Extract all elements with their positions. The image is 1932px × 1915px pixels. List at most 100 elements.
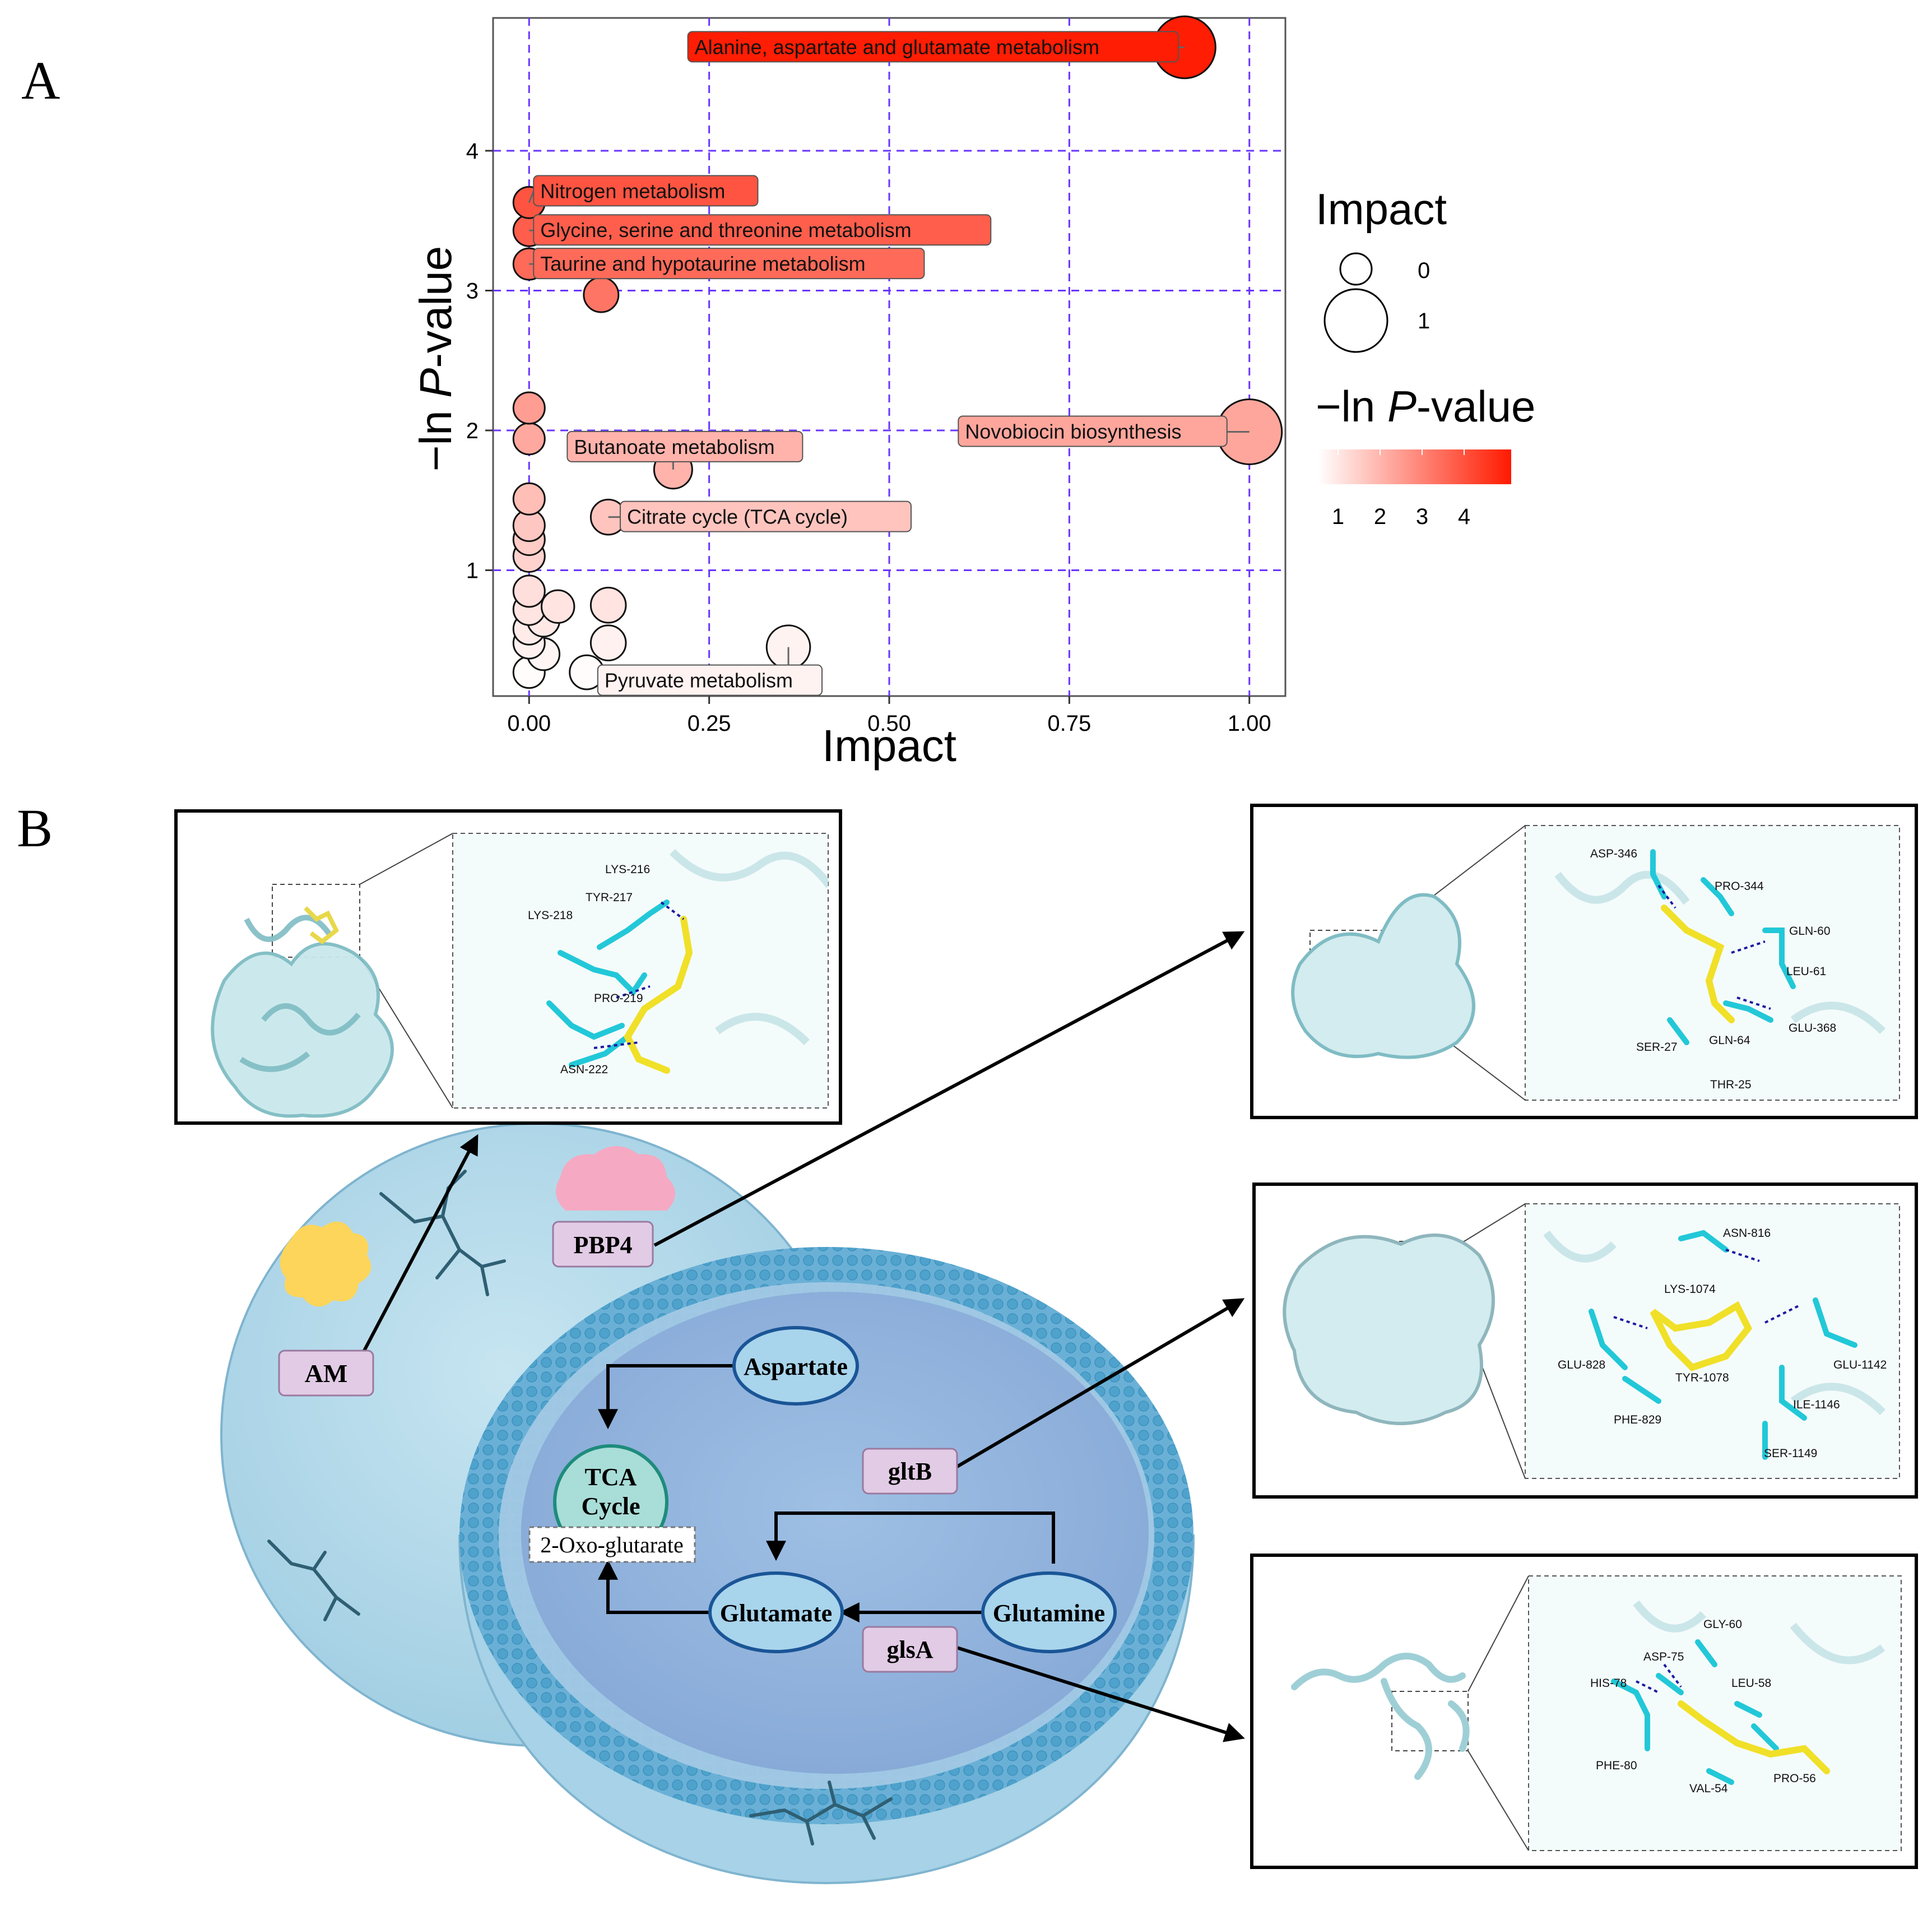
aspartate-label: Aspartate [744,1353,848,1380]
y-tick-label: 4 [466,139,479,164]
colorbar-tick-label: 3 [1416,504,1428,529]
point-label: Alanine, aspartate and glutamate metabol… [687,31,1185,63]
tca-label-line1: TCA [585,1463,637,1491]
label-box [533,214,992,246]
residue-label: LYS-218 [528,909,573,922]
am-label: AM [305,1359,348,1388]
docking-box-pbp4: ASP-346 PRO-344 GLN-60 LEU-61 GLU-368 SE… [1250,804,1918,1119]
am-compound-icon [280,1221,371,1307]
oxoglutarate-box [528,1526,696,1563]
pbp4-label-box [552,1221,654,1268]
cytoplasm [521,1292,1149,1774]
am-label-box [278,1350,374,1397]
residue-label: ASN-816 [1723,1227,1771,1240]
x-tick-label: 1.00 [1228,711,1271,736]
residue-label: ASP-75 [1643,1650,1684,1663]
label-text: Alanine, aspartate and glutamate metabol… [695,35,1099,58]
label-text: Butanoate metabolism [574,435,774,458]
point-label: Butanoate metabolism [566,430,804,470]
residue-label: TYR-217 [586,891,633,904]
tca-label-line2: Cycle [581,1492,640,1520]
label-box [619,500,912,532]
arrow-aspartate-to-tca [598,1364,741,1430]
colorbar-tick-label: 2 [1374,504,1386,529]
arrow-pbp4-to-docking [653,931,1245,1247]
x-tick-label: 0.00 [507,711,551,736]
residue-label: GLU-1142 [1833,1358,1887,1371]
glsa-label: glsA [886,1636,933,1663]
label-box [533,248,925,280]
data-point [589,624,627,661]
y-tick-label: 1 [466,558,479,583]
legend-color-title: −ln P-value [1316,382,1535,431]
residue-label: PRO-56 [1773,1772,1816,1785]
x-axis-label: Impact [822,721,956,771]
panel-b-letter: B [17,798,53,858]
data-point [512,422,546,456]
label-box [566,430,804,462]
data-point [512,391,546,425]
residue-label: TYR-1078 [1675,1371,1729,1384]
point-label: Taurine and hypotaurine metabolism [529,248,925,280]
gltb-label: gltB [888,1458,932,1485]
residue-label: GLN-64 [1709,1034,1750,1047]
label-leader [528,191,535,203]
arrow-gltb-to-docking [956,1298,1245,1468]
point-label: Pyruvate metabolism [597,647,823,696]
point-label: Citrate cycle (TCA cycle) [608,500,912,532]
label-text: Glycine, serine and threonine metabolism [540,219,911,242]
label-text: Novobiocin biosynthesis [965,420,1181,443]
legend-size-marker-0 [1339,252,1373,286]
residue-label: SER-1149 [1764,1447,1817,1460]
arrow-glutamate-to-oxoglutarate [598,1559,713,1614]
aspartate-node [732,1326,859,1406]
cell-membrane [459,1247,1193,1824]
point-label: Nitrogen metabolism [528,175,759,207]
pbp4-label: PBP4 [573,1231,632,1259]
data-point [589,587,627,624]
docking-box-glsa: GLY-60 ASP-75 HIS-78 LEU-58 PHE-80 VAL-5… [1250,1554,1918,1869]
pbp4-protein-icon [556,1146,675,1211]
membrane-cracks [267,1170,893,1846]
inner-cell-bowl [458,1534,1195,1885]
residue-label: PRO-219 [594,992,643,1005]
x-tick-label: 0.25 [688,711,731,736]
arrow-glsa-to-docking [956,1646,1245,1742]
outer-cell [220,1123,856,1747]
label-box [597,664,823,696]
y-tick-label: 2 [466,419,479,443]
residue-label: LYS-1074 [1664,1283,1716,1296]
residue-label: LEU-61 [1786,965,1826,978]
residue-label: ILE-1146 [1793,1398,1840,1411]
residue-label: PHE-829 [1614,1413,1661,1426]
residue-label: ASN-222 [560,1063,608,1076]
glsa-label-box [862,1626,958,1673]
glutamate-label: Glutamate [720,1599,832,1627]
label-text: Citrate cycle (TCA cycle) [627,506,848,528]
glutamine-node [981,1571,1117,1653]
point-label: Glycine, serine and threonine metabolism [529,214,992,246]
docking-box-am: LYS-216 TYR-217 LYS-218 PRO-219 ASN-222 [174,809,842,1125]
y-tick-label: 3 [466,279,479,303]
arrow-am-to-docking [363,1134,479,1352]
residue-label: GLU-368 [1789,1022,1836,1035]
residue-label: SER-27 [1636,1041,1678,1054]
x-tick-label: 0.50 [867,711,911,736]
residue-label: PRO-344 [1715,880,1764,893]
oxoglutarate-label: 2-Oxo-glutarate [540,1532,683,1557]
data-point [512,482,546,516]
panel-a-letter: A [21,50,61,110]
residue-label: VAL-54 [1689,1782,1728,1795]
colorbar-tick-label: 4 [1458,504,1470,529]
residue-label: PHE-80 [1596,1759,1637,1772]
y-axis-label: −ln P-value [411,246,461,471]
residue-label: THR-25 [1710,1078,1752,1091]
glutamate-node [708,1571,844,1653]
label-box [533,175,759,207]
residue-label: LYS-216 [605,863,650,876]
label-box [958,415,1228,447]
gltb-label-box [862,1448,958,1495]
